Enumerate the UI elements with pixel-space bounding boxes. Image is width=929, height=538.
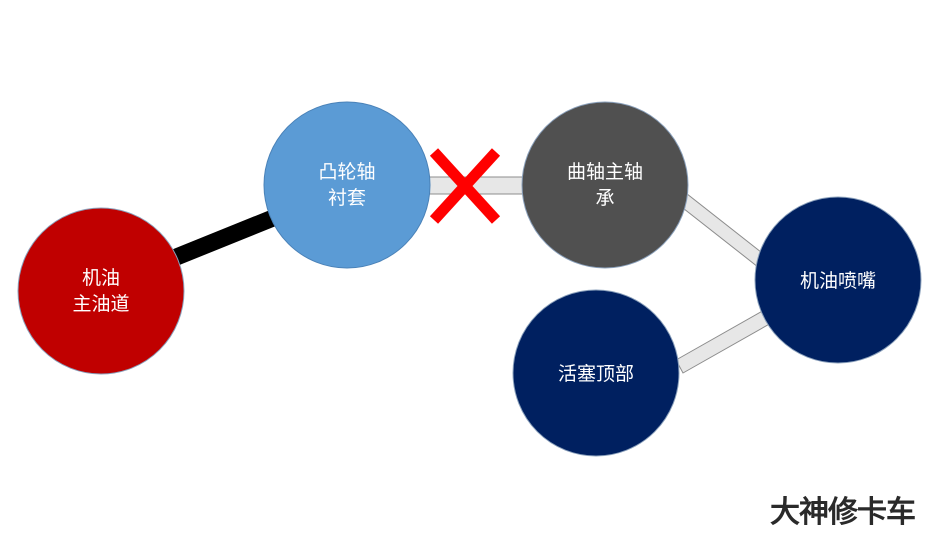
blocked-x-icon [429, 148, 501, 224]
connector-bearing-to-nozzle [673, 189, 767, 268]
node-label-camshaft-bushing-line2: 衬套 [328, 187, 366, 209]
connector-gallery-to-camshaft [166, 210, 276, 268]
node-label-oil-nozzle: 机油喷嘴 [800, 270, 876, 292]
node-label-main-oil-gallery-line2: 主油道 [72, 293, 129, 315]
node-label-piston-top: 活塞顶部 [558, 363, 634, 385]
node-label-main-oil-gallery-line1: 机油 [82, 267, 120, 289]
node-label-main-bearing-line2: 承 [595, 187, 614, 209]
node-main-bearing [521, 101, 689, 269]
node-label-main-bearing-line1: 曲轴主轴 [567, 161, 643, 183]
watermark-logo: 大神修卡车 [770, 487, 916, 531]
node-camshaft-bushing [263, 101, 431, 269]
watermark-text: 大神修卡车 [770, 495, 916, 530]
node-oil-nozzle [754, 196, 922, 364]
node-piston-top [512, 289, 680, 457]
node-label-camshaft-bushing-line1: 凸轮轴 [318, 161, 375, 183]
node-main-oil-gallery [17, 207, 185, 375]
